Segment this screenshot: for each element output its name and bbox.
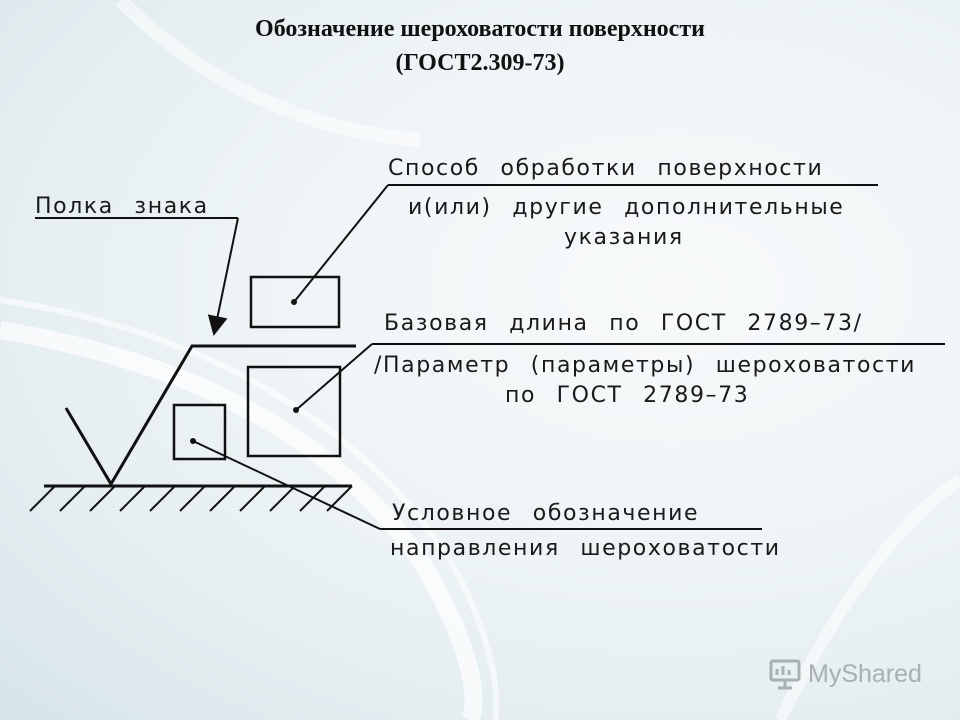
method-label-line-1: Способ обработки поверхности <box>388 156 823 181</box>
slide-title: Обозначение шероховатости поверхности (Г… <box>0 12 960 80</box>
direction-leader <box>192 440 762 530</box>
base-label-line-1: Базовая длина по ГОСТ 2789–73/ <box>384 311 863 336</box>
method-leader <box>293 184 878 303</box>
method-label-line-3: указания <box>564 225 684 250</box>
roughness-sign <box>64 344 356 487</box>
direction-label-line-1: Условное обозначение <box>392 501 699 526</box>
mysshared-watermark: MyShared <box>768 656 922 692</box>
parameter-leader <box>295 343 945 411</box>
method-label-line-2: и(или) другие дополнительные <box>408 195 844 220</box>
base-label-line-2: /Параметр (параметры) шероховатости <box>374 353 916 378</box>
watermark-text: MyShared <box>808 659 922 688</box>
surface-line <box>29 484 353 512</box>
title-line-2: (ГОСТ2.309-73) <box>395 50 565 76</box>
direction-label-line-2: направления шероховатости <box>390 536 781 561</box>
parameter-box <box>246 365 342 458</box>
presentation-icon <box>769 659 801 690</box>
title-line-1: Обозначение шероховатости поверхности <box>255 16 705 42</box>
direction-box <box>172 403 227 461</box>
shelf-leader <box>35 217 239 336</box>
shelf-label: Полка знака <box>35 194 209 219</box>
base-label-line-3: по ГОСТ 2789–73 <box>505 383 749 408</box>
method-box <box>249 275 341 329</box>
